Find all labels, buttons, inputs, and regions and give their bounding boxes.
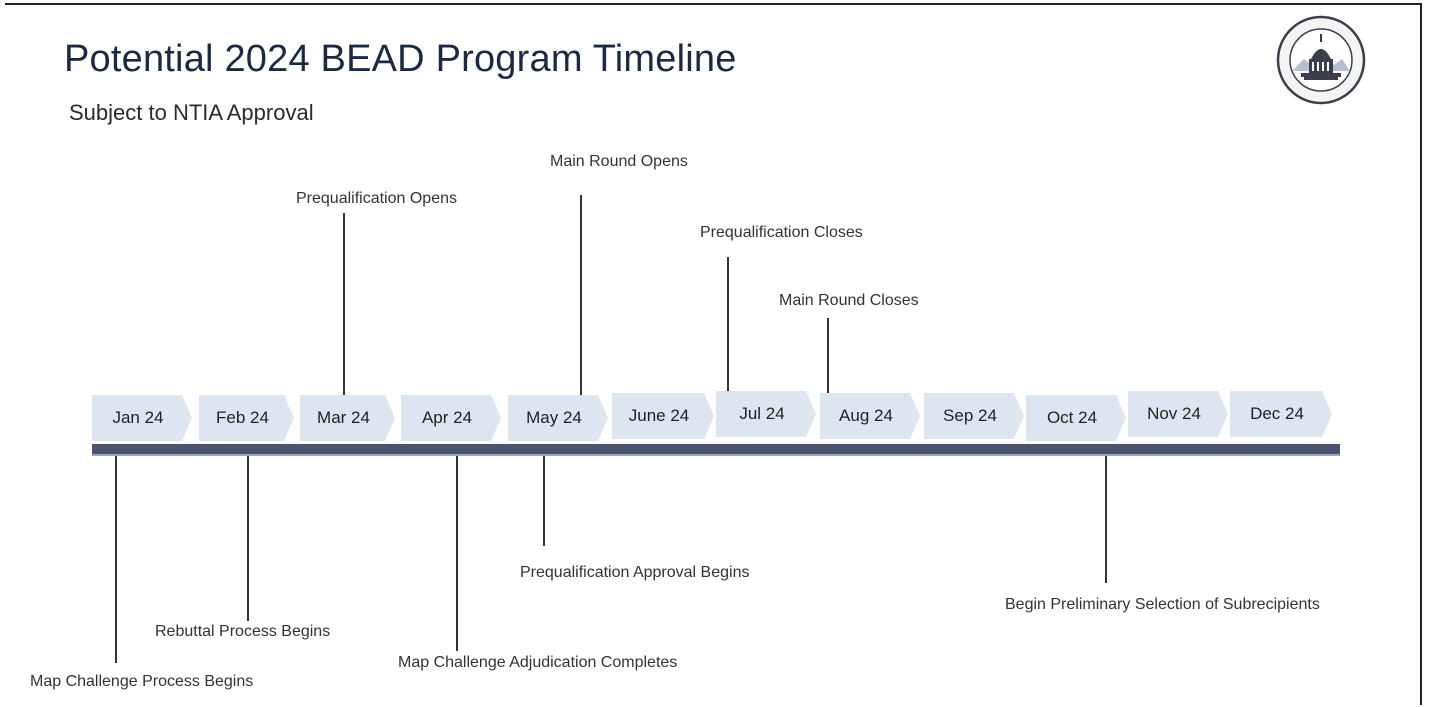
- month-chevron-oct: Oct 24: [1026, 395, 1126, 441]
- event-label-prequal-opens: Prequalification Opens: [296, 190, 457, 207]
- page-subtitle: Subject to NTIA Approval: [69, 100, 314, 125]
- event-stem-prequal-opens: [343, 213, 345, 395]
- month-chevron-sep: Sep 24: [924, 393, 1024, 439]
- department-seal-logo: [1276, 15, 1366, 105]
- page-title: Potential 2024 BEAD Program Timeline: [64, 38, 737, 80]
- event-stem-map-challenge-begins: [115, 456, 117, 663]
- month-chevron-may: May 24: [508, 395, 608, 441]
- event-stem-rebuttal-begins: [247, 456, 249, 621]
- event-label-map-challenge-begins: Map Challenge Process Begins: [30, 673, 254, 690]
- event-stem-main-round-closes: [827, 318, 829, 393]
- event-label-rebuttal-begins: Rebuttal Process Begins: [155, 623, 331, 640]
- event-label-main-round-closes: Main Round Closes: [779, 292, 919, 309]
- event-label-main-round-opens: Main Round Opens: [550, 153, 688, 170]
- month-chevron-jul: Jul 24: [716, 391, 816, 437]
- event-stem-preliminary-selection: [1105, 456, 1107, 583]
- event-stem-main-round-opens: [580, 195, 582, 395]
- month-chevron-aug: Aug 24: [820, 393, 920, 439]
- event-label-prequal-closes: Prequalification Closes: [700, 224, 863, 241]
- month-chevron-dec: Dec 24: [1230, 391, 1332, 437]
- event-stem-prequal-closes: [727, 257, 729, 391]
- month-chevron-apr: Apr 24: [401, 395, 501, 441]
- month-chevron-mar: Mar 24: [300, 395, 395, 441]
- event-label-adjudication-completes: Map Challenge Adjudication Completes: [398, 654, 678, 671]
- month-chevron-jun: June 24: [612, 393, 714, 439]
- event-label-prequal-approval-begins: Prequalification Approval Begins: [520, 564, 750, 581]
- event-stem-prequal-approval-begins: [543, 456, 545, 546]
- slide-frame: [5, 3, 1422, 705]
- month-chevron-nov: Nov 24: [1128, 391, 1228, 437]
- timeline-axis: [92, 444, 1340, 456]
- month-chevron-jan: Jan 24: [92, 395, 192, 441]
- month-chevron-feb: Feb 24: [199, 395, 294, 441]
- event-stem-adjudication-completes: [456, 456, 458, 651]
- event-label-preliminary-selection: Begin Preliminary Selection of Subrecipi…: [1005, 596, 1320, 613]
